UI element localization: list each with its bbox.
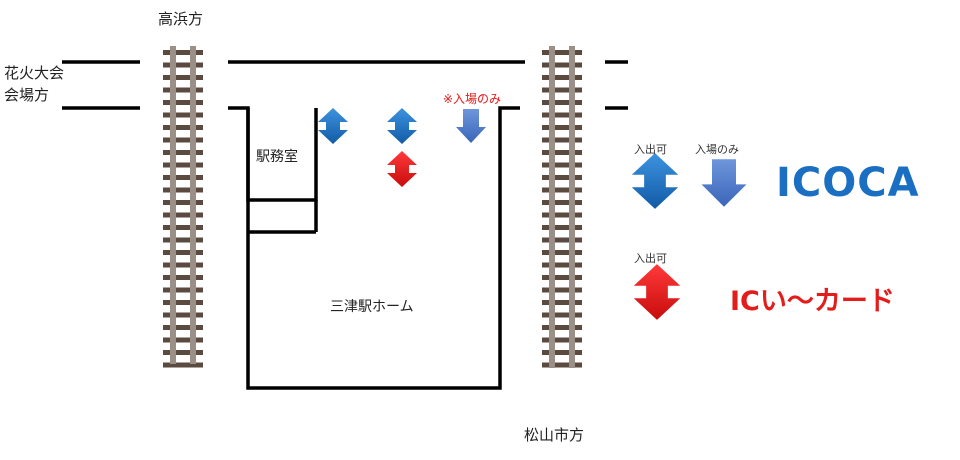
track-sleeper — [163, 62, 203, 68]
icii-card-brand: ICい〜カード — [730, 286, 895, 317]
track-sleeper — [542, 125, 582, 130]
track-sleeper — [163, 337, 203, 343]
track-sleeper — [163, 150, 203, 155]
track-sleeper — [542, 250, 582, 255]
track-sleeper — [163, 137, 203, 143]
track-sleeper — [163, 275, 203, 280]
entry-only-note: ※入場のみ — [443, 92, 502, 106]
legend-icii-in-out-label: 入出可 — [634, 252, 667, 265]
track-sleeper — [542, 325, 582, 330]
track-sleeper — [542, 362, 582, 368]
track-sleeper — [542, 212, 582, 218]
track-sleeper — [163, 350, 203, 355]
track-sleeper — [542, 150, 582, 155]
gate-entry-only-icon — [456, 109, 486, 143]
track-sleeper — [542, 187, 582, 193]
track-sleeper — [542, 162, 582, 168]
track-sleeper — [163, 162, 203, 168]
legend-icoca-in-out-icon — [631, 153, 679, 209]
fireworks-venue-direction-label: 花火大会 会場方 — [4, 64, 65, 104]
gate-icoca-2-icon — [387, 108, 417, 144]
track-sleeper — [163, 187, 203, 193]
track-sleeper — [542, 225, 582, 230]
track-sleeper — [542, 237, 582, 243]
track-sleeper — [163, 212, 203, 218]
legend-entry-only-icon — [701, 159, 747, 207]
track-sleeper — [163, 175, 203, 180]
legend-entry-only-label: 入場のみ — [695, 143, 739, 156]
station-office-label: 駅務室 — [256, 149, 298, 165]
track-sleeper — [163, 237, 203, 243]
track-sleeper — [542, 62, 582, 68]
track-sleeper — [163, 262, 203, 268]
track-sleeper — [163, 325, 203, 330]
icoca-brand: ICOCA — [776, 160, 920, 206]
track-sleeper — [542, 275, 582, 280]
track-sleeper — [542, 87, 582, 93]
track-sleeper — [163, 125, 203, 130]
track-sleeper — [542, 200, 582, 205]
track-rail — [549, 46, 555, 368]
matsuyama-direction-label: 松山市方 — [524, 426, 585, 444]
track-sleeper — [163, 312, 203, 318]
track-sleeper — [542, 112, 582, 118]
track-sleeper — [163, 100, 203, 105]
legend-icii-in-out-icon — [633, 264, 681, 320]
track-rail — [170, 46, 176, 364]
station-office-box — [246, 108, 318, 234]
gate-icoca-1-icon — [318, 108, 348, 144]
track-sleeper — [163, 112, 203, 118]
track-sleeper — [542, 262, 582, 268]
legend-icoca-in-out-label: 入出可 — [634, 143, 667, 156]
track-sleeper — [163, 200, 203, 205]
track-sleeper — [542, 312, 582, 318]
platform-outline — [228, 106, 520, 390]
track-sleeper — [163, 250, 203, 255]
track-right — [542, 46, 582, 368]
track-sleeper — [163, 87, 203, 93]
track-sleeper — [542, 175, 582, 180]
track-sleeper — [163, 362, 203, 368]
track-sleeper — [542, 75, 582, 80]
takahama-direction-label: 高浜方 — [158, 10, 204, 28]
platform-label: 三津駅ホーム — [330, 299, 414, 315]
track-sleeper — [163, 50, 203, 55]
gate-icii-icon — [387, 151, 417, 187]
track-rail — [190, 46, 196, 364]
track-sleeper — [163, 225, 203, 230]
track-sleeper — [542, 287, 582, 293]
track-left — [163, 46, 203, 368]
track-sleeper — [542, 300, 582, 305]
track-sleeper — [542, 137, 582, 143]
track-rail — [569, 46, 575, 368]
track-sleeper — [163, 300, 203, 305]
track-sleeper — [542, 50, 582, 55]
boundary-lines — [62, 60, 628, 110]
track-sleeper — [163, 75, 203, 80]
track-sleeper — [542, 337, 582, 343]
track-sleeper — [163, 287, 203, 293]
track-sleeper — [542, 350, 582, 355]
track-sleeper — [542, 100, 582, 105]
